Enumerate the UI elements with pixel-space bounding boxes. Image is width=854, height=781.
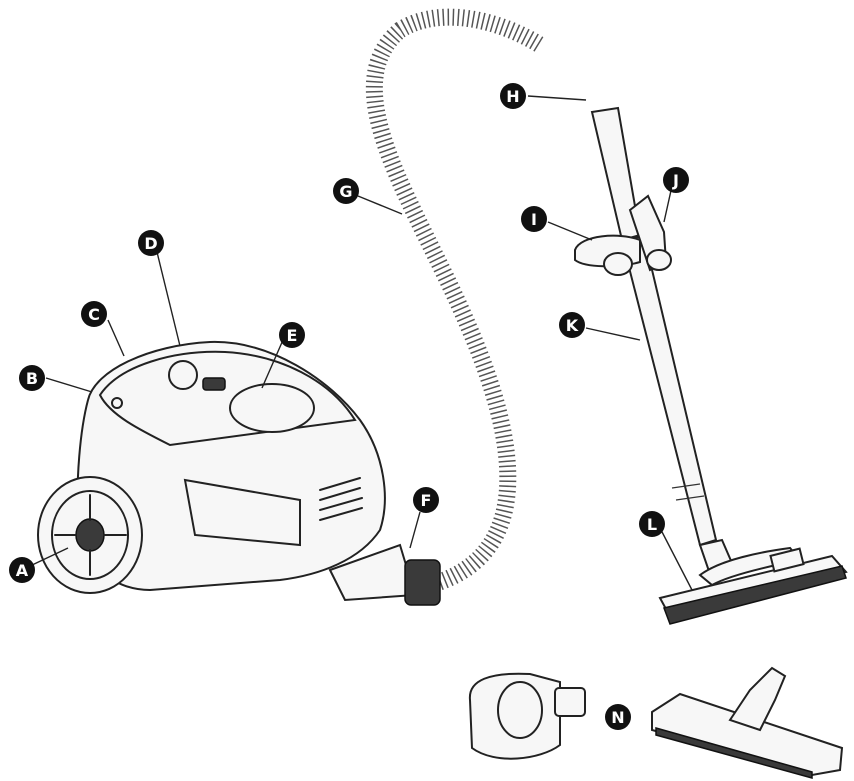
callout-K: K bbox=[559, 312, 585, 338]
callout-label-I: I bbox=[531, 210, 537, 229]
callout-label-K: K bbox=[566, 316, 579, 335]
callout-G: G bbox=[333, 178, 359, 204]
rear-wheel bbox=[37, 476, 143, 594]
callout-H: H bbox=[500, 83, 526, 109]
callout-B: B bbox=[19, 365, 45, 391]
callout-label-G: G bbox=[339, 182, 352, 201]
callout-label-D: D bbox=[144, 234, 157, 253]
callout-L: L bbox=[639, 511, 665, 537]
callout-label-J: J bbox=[672, 171, 679, 190]
callout-N: N bbox=[605, 704, 631, 730]
floor-nozzle bbox=[658, 538, 848, 625]
callout-label-H: H bbox=[506, 87, 519, 106]
callout-label-F: F bbox=[421, 491, 432, 510]
callout-label-E: E bbox=[287, 326, 298, 345]
turbo-brush-accessory bbox=[468, 672, 586, 760]
parquet-brush-accessory bbox=[651, 666, 844, 779]
callout-label-N: N bbox=[611, 708, 624, 727]
callout-C: C bbox=[81, 301, 107, 327]
callout-label-C: C bbox=[88, 305, 100, 324]
callout-label-L: L bbox=[647, 515, 657, 534]
flexible-hose bbox=[365, 8, 619, 594]
accessory-clip bbox=[574, 194, 672, 276]
callout-label-A: A bbox=[16, 561, 29, 580]
callout-J: J bbox=[663, 167, 689, 193]
callout-E: E bbox=[279, 322, 305, 348]
callout-label-B: B bbox=[26, 369, 38, 388]
callout-I: I bbox=[521, 206, 547, 232]
leader-lines bbox=[29, 95, 693, 591]
callout-D: D bbox=[138, 230, 164, 256]
vacuum-main-body bbox=[76, 340, 441, 606]
callout-A: A bbox=[9, 557, 35, 583]
callout-F: F bbox=[413, 487, 439, 513]
handle-and-telescopic-tube bbox=[590, 106, 718, 547]
